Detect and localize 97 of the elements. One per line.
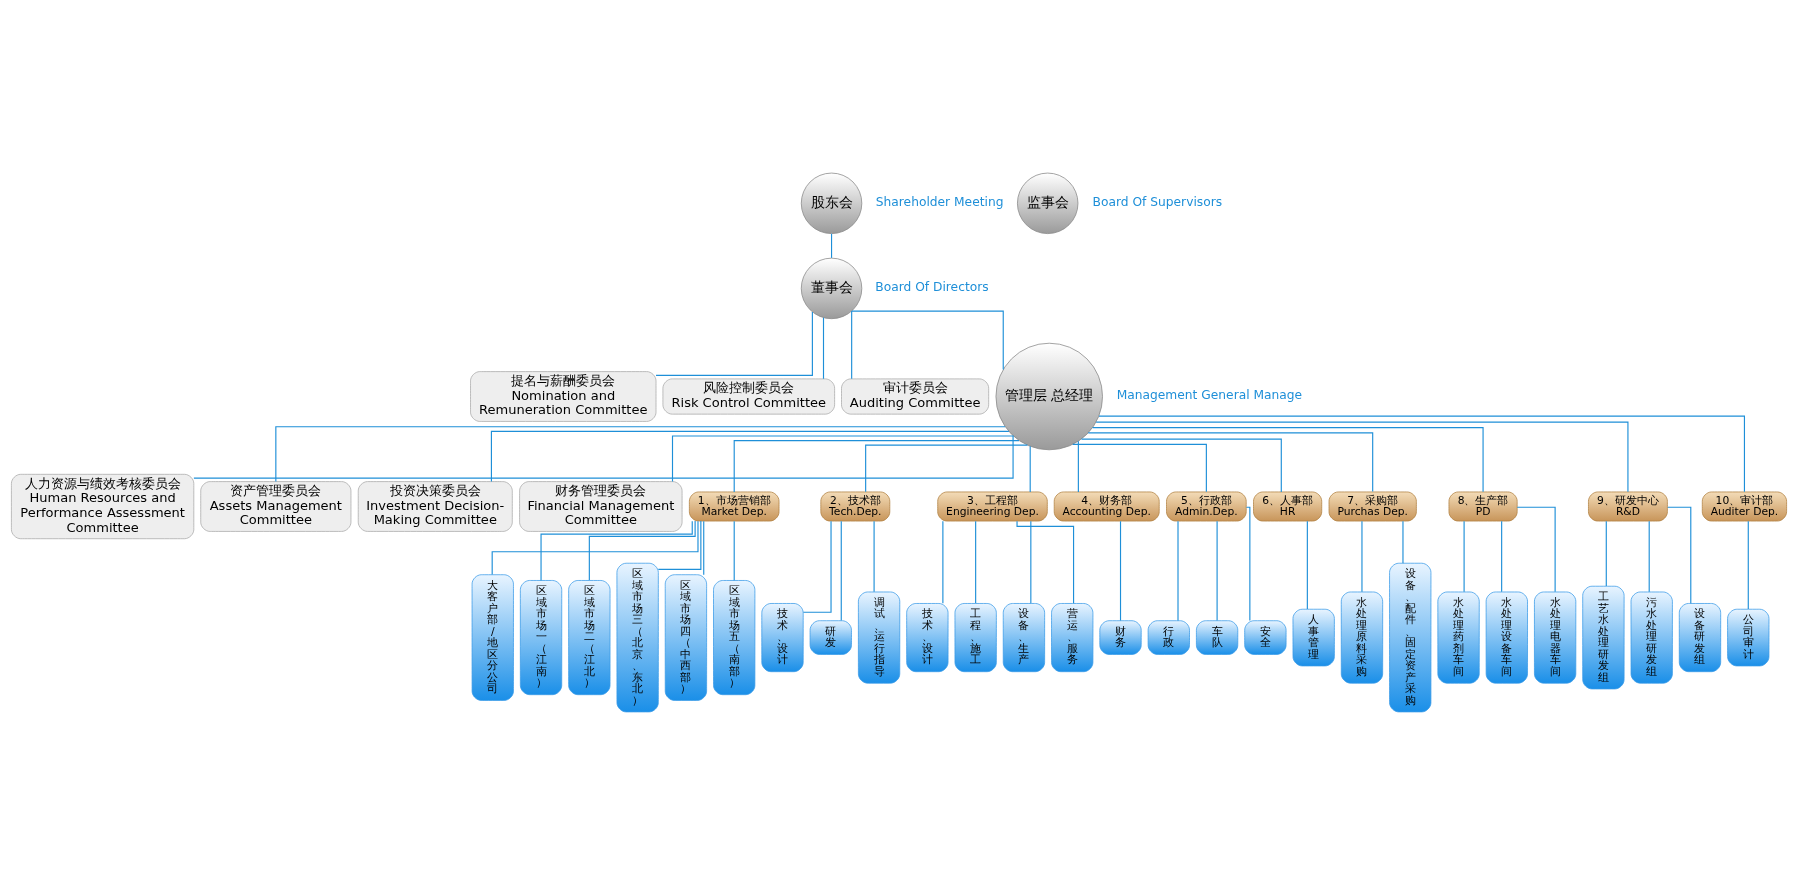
node-circle: 监事会: [1017, 172, 1079, 234]
connector: [1016, 520, 1075, 604]
connector: [1667, 506, 1692, 604]
node-box: 大客户部/地区分公司: [471, 574, 514, 701]
node-box: 技术、设计: [906, 603, 949, 673]
node-box: 区域市场一（江南）: [519, 580, 563, 696]
connector: [1605, 520, 1607, 587]
connector: [1516, 506, 1556, 593]
node-box: 3、工程部 Engineering Dep.: [937, 491, 1048, 522]
node-box: 5、行政部 Admin.Dep.: [1166, 491, 1247, 522]
node-box: 工艺水处理研发组: [1582, 585, 1625, 690]
node-box: 人事管理: [1292, 608, 1335, 667]
node-label: Management General Manage: [1116, 388, 1303, 403]
node-box: 水处理药剂车间: [1437, 591, 1480, 684]
node-box: 安全: [1244, 620, 1287, 655]
connector: [588, 520, 696, 581]
node-box: 水处理电器车间: [1534, 591, 1577, 684]
connector: [1029, 445, 1031, 493]
node-box: 财务: [1099, 620, 1142, 655]
connector: [1095, 421, 1629, 493]
connector: [733, 440, 1020, 493]
node-box: 水处理原料采购: [1340, 591, 1384, 684]
node-box: 提名与薪酬委员会 Nomination and Remuneration Committee: [470, 371, 657, 422]
connector: [1216, 520, 1218, 622]
node-box: 投资决策委员会 Investment Decision-Making Committee: [357, 481, 513, 532]
node-box: 区域市场四（中西部）: [664, 574, 707, 701]
node-label: Board Of Directors: [875, 280, 989, 295]
node-circle: 股东会: [800, 172, 863, 234]
node-box: 区域市场五（南部）: [713, 580, 756, 696]
node-box: 区域市场三（北京、东北）: [616, 562, 659, 713]
node-box: 设备研发组: [1678, 603, 1722, 673]
node-box: 资产管理委员会 Assets Management Committee: [200, 481, 352, 532]
connector: [1092, 427, 1484, 493]
node-box: 设备、生产: [1002, 603, 1045, 673]
connector: [1077, 440, 1079, 493]
node-box: 2、技术部 Tech.Dep.: [820, 491, 891, 522]
connector: [873, 520, 875, 593]
node-box: 车队: [1196, 620, 1239, 655]
connector: [1648, 520, 1650, 593]
node-circle: 董事会: [800, 257, 863, 320]
connector: [1087, 432, 1374, 493]
connector: [657, 520, 702, 570]
connector: [733, 520, 735, 581]
node-box: 1、市场营销部 Market Dep.: [688, 491, 780, 522]
connector: [1119, 520, 1122, 622]
connector: [1098, 415, 1745, 493]
connector: [840, 520, 842, 622]
connector: [655, 311, 813, 376]
connector: [1402, 520, 1404, 564]
connector: [851, 310, 853, 380]
connector: [1463, 520, 1465, 593]
connector: [275, 426, 1006, 483]
node-box: 行政: [1147, 620, 1190, 655]
connector: [975, 520, 977, 604]
connector: [671, 435, 1015, 483]
node-box: 财务管理委员会 Financial Management Committee: [519, 481, 683, 532]
node-box: 区域市场二（江北）: [568, 580, 611, 696]
connector: [1747, 520, 1749, 610]
connector: [1177, 520, 1179, 622]
node-box: 审计委员会 Auditing Committee: [841, 378, 990, 415]
node-box: 污水处理研发组: [1630, 591, 1673, 684]
node-box: 4、财务部 Accounting Dep.: [1053, 491, 1160, 522]
node-box: 6、人事部 HR: [1253, 491, 1323, 522]
node-box: 工程、施工: [954, 603, 997, 673]
node-box: 研发: [809, 620, 852, 655]
connector: [830, 233, 833, 259]
connector: [822, 317, 825, 380]
connector: [490, 430, 1010, 483]
node-label: Shareholder Meeting: [875, 195, 1004, 210]
connector: [865, 444, 1029, 493]
node-box: 调试、运行指导: [858, 591, 901, 684]
connector: [1072, 443, 1207, 493]
node-box: 7、采购部 Purchas Dep.: [1328, 491, 1417, 522]
node-circle: 管理层 总经理: [995, 342, 1103, 451]
node-box: 人力资源与绩效考核委员会 Human Resources and Performance Assessment Committee: [11, 473, 195, 540]
connector: [942, 520, 944, 604]
node-box: 10、审计部 Auditer Dep.: [1701, 491, 1787, 522]
node-box: 技术、设计: [761, 603, 804, 673]
connector: [802, 520, 832, 613]
connector: [1306, 520, 1308, 610]
connector: [1501, 520, 1503, 593]
connector: [540, 520, 693, 581]
node-box: 9、研发中心 R&D: [1588, 491, 1668, 522]
node-label: Board Of Supervisors: [1092, 195, 1223, 210]
connector: [1080, 438, 1282, 493]
connector: [193, 435, 1014, 479]
node-box: 8、生产部 PD: [1448, 491, 1518, 522]
node-box: 风险控制委员会 Risk Control Committee: [662, 378, 835, 415]
node-box: 水处理设备车间: [1485, 591, 1528, 684]
connector: [851, 310, 1004, 371]
connector: [1361, 520, 1363, 593]
node-box: 营运、服务: [1051, 603, 1094, 673]
connector: [1030, 520, 1032, 604]
connector: [703, 520, 705, 576]
node-box: 公司审计: [1727, 608, 1770, 667]
node-box: 设备、配件、固定资产采购: [1389, 562, 1432, 713]
connector: [1245, 506, 1251, 622]
